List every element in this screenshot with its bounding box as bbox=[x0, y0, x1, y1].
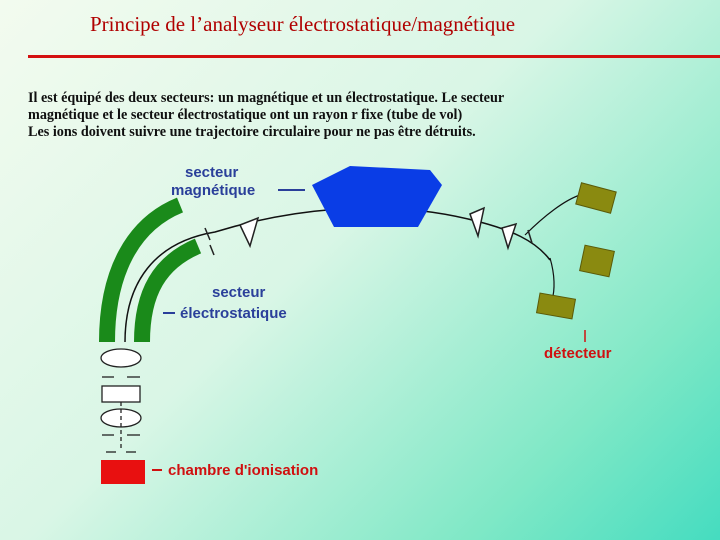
trajectory-branch-upper bbox=[524, 194, 581, 236]
magnetic-label-line2: magnétique bbox=[171, 182, 255, 199]
detector-label: détecteur bbox=[544, 345, 612, 362]
ionization-label: chambre d'ionisation bbox=[168, 462, 318, 479]
magnetic-sector bbox=[312, 166, 442, 227]
electrostatic-label-line2: électrostatique bbox=[180, 305, 287, 322]
magnetic-label-line1: secteur bbox=[185, 164, 239, 181]
lens-stack bbox=[100, 348, 142, 453]
slit-marks bbox=[204, 206, 533, 256]
paragraph-line-3: Les ions doivent suivre une trajectoire … bbox=[28, 124, 476, 140]
electrostatic-label-line1: secteur bbox=[212, 284, 266, 301]
slide-title: Principe de l’analyseur électrostatique/… bbox=[90, 12, 516, 36]
paragraph-line-2: magnétique et le secteur électrostatique… bbox=[28, 107, 463, 123]
detectors bbox=[535, 182, 617, 320]
title-divider bbox=[28, 55, 720, 58]
ionization-chamber bbox=[101, 460, 145, 484]
trajectory-branch-lower bbox=[549, 257, 555, 301]
paragraph-line-1: Il est équipé des deux secteurs: un magn… bbox=[28, 90, 505, 106]
electrostatic-plate-inner bbox=[134, 238, 202, 343]
intro-paragraph: Il est équipé des deux secteurs: un magn… bbox=[28, 90, 668, 141]
electrostatic-plate-outer bbox=[99, 197, 184, 343]
